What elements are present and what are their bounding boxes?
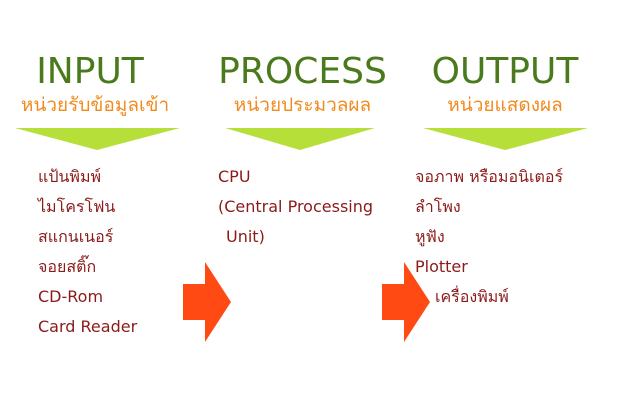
input-chevron-arrow: [15, 128, 180, 150]
list-item: หูฟัง: [415, 227, 445, 246]
flow-arrow-process-to-output: [382, 262, 430, 342]
process-column: PROCESS หน่วยประมวลผล CPU (Central Proce…: [205, 0, 405, 400]
list-item: CPU: [218, 167, 251, 186]
list-item: ไมโครโฟน: [38, 197, 116, 216]
output-chevron-arrow: [423, 128, 588, 150]
list-item: Card Reader: [38, 317, 138, 336]
flow-arrow-input-to-process: [183, 262, 231, 342]
list-item: Unit): [226, 227, 265, 246]
output-subtitle: หน่วยแสดงผล: [447, 94, 563, 116]
list-item: เครื่องพิมพ์: [435, 287, 509, 306]
list-item: (Central Processing: [218, 197, 374, 216]
list-item: จอภาพ หรือมอนิเตอร์: [415, 167, 564, 186]
list-item: CD-Rom: [38, 287, 104, 306]
list-item: สแกนเนอร์: [38, 227, 114, 246]
list-item: จอยสติ๊ก: [38, 257, 97, 276]
list-item: Plotter: [415, 257, 468, 276]
input-column: INPUT หน่วยรับข้อมูลเข้า แป้นพิมพ์ ไมโคร…: [0, 0, 200, 400]
output-column: OUTPUT หน่วยแสดงผล จอภาพ หรือมอนิเตอร์ ล…: [405, 0, 625, 400]
process-unit-list: CPU (Central Processing Unit): [218, 162, 373, 252]
output-title: OUTPUT: [431, 51, 579, 92]
input-title: INPUT: [36, 51, 144, 92]
list-item: แป้นพิมพ์: [38, 167, 102, 186]
process-title: PROCESS: [218, 51, 387, 92]
process-chevron-arrow: [225, 128, 375, 150]
input-subtitle: หน่วยรับข้อมูลเข้า: [20, 94, 170, 116]
process-subtitle: หน่วยประมวลผล: [233, 94, 372, 116]
list-item: ลำโพง: [415, 197, 461, 216]
output-device-list: จอภาพ หรือมอนิเตอร์ ลำโพง หูฟัง Plotter …: [415, 162, 563, 312]
input-device-list: แป้นพิมพ์ ไมโครโฟน สแกนเนอร์ จอยสติ๊ก CD…: [38, 162, 137, 342]
